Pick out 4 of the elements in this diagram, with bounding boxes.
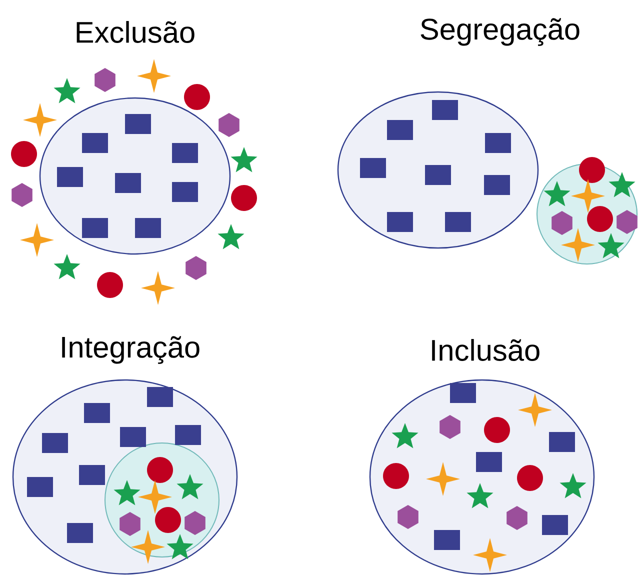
- panel-title: Segregação: [420, 18, 580, 46]
- panel-title: Integração: [62, 336, 200, 364]
- panel-title: Inclusão: [432, 339, 540, 361]
- panel-title: Exclusão: [76, 21, 194, 43]
